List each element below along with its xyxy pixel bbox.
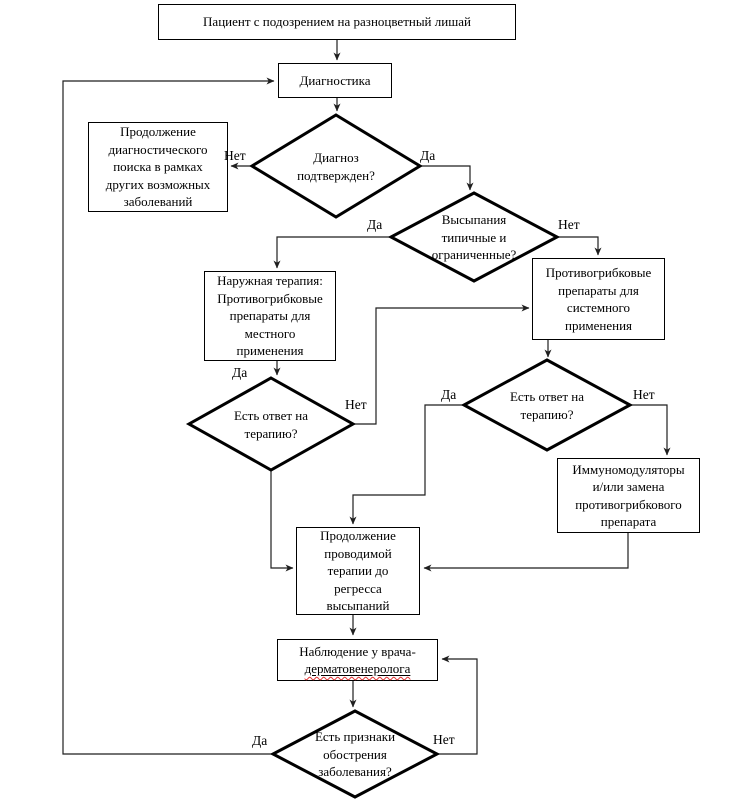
node-immunomodulators-line: препарата [600,514,657,529]
decision-rash-typical [387,191,561,283]
node-continue-therapy-line: высыпаний [326,598,390,614]
node-diagnostics-label: Диагностика [299,72,371,88]
edge-rash-no [557,236,602,256]
node-systemic-therapy-line: Противогрибковые [545,265,652,280]
node-systemic-therapy: Противогрибковые препараты для системног… [532,258,665,340]
node-topical-therapy-line: Противогрибковые [217,290,323,306]
edge-label-relapse-yes: Да [252,733,268,748]
decision-diagnosis-confirmed [249,113,423,219]
decision-response-topical [185,376,357,472]
node-immunomodulators-line: и/или замена [592,479,665,494]
edge-label-topical-no: Нет [345,397,367,412]
node-continue-therapy-line: регресса [334,580,382,596]
node-continue-search-line: других возможных [105,176,211,192]
node-continue-therapy-line: Продолжение [320,528,396,544]
edge-immuno-to-continue [423,533,629,572]
decision-relapse-signs [269,709,441,799]
node-continue-search-line: заболеваний [123,194,193,210]
edge-diagconfirmed-yes [420,165,474,191]
node-immunomodulators-line: Иммуномодуляторы [572,461,685,477]
edge-label-diag-no: Нет [224,148,246,163]
node-continue-search-line: диагностического [108,141,208,157]
node-systemic-therapy-line: препараты для [558,282,639,298]
edge-responsetopical-no [353,304,530,425]
edge-relapse-yes [62,77,275,755]
node-topical-therapy-line: Наружная терапия: [217,273,323,289]
edge-relapse-no [437,655,478,755]
edge-label-systemic-no: Нет [633,387,655,402]
edge-label-rash-yes: Да [367,217,383,232]
edge-label-systemic-yes: Да [441,387,457,402]
node-continue-therapy: Продолжение проводимой терапии до регрес… [296,527,420,615]
node-immunomodulators-line: противогрибкового [575,496,682,512]
edge-rash-yes [273,236,391,269]
node-continue-search-line: Продолжение [120,124,196,140]
node-immunomodulators: Иммуномодуляторы и/или замена противогри… [557,458,700,533]
node-followup-line: Наблюдение у врача- [299,643,416,659]
edge-label-rash-no: Нет [558,217,580,232]
node-topical-therapy-line: применения [236,343,304,359]
edge-label-diag-yes: Да [420,148,436,163]
node-continue-therapy-line: терапии до [327,563,389,579]
node-continue-therapy-line: проводимой [324,545,392,561]
edge-label-relapse-no: Нет [433,732,455,747]
node-followup-misspelled-word: дерматовенеролога [304,661,411,676]
node-patient: Пациент с подозрением на разноцветный ли… [158,4,516,40]
node-topical-therapy-line: местного [244,325,296,341]
node-continue-search-line: поиска в рамках [113,159,203,175]
edge-responsetopical-yes [270,470,294,572]
node-followup: Наблюдение у врача- дерматовенеролога [277,639,438,681]
node-systemic-therapy-line: системного [566,300,631,315]
edge-responsesystemic-no [630,404,671,456]
node-continue-search: Продолжение диагностического поиска в ра… [88,122,228,212]
node-topical-therapy-line: препараты для [229,308,311,324]
edge-label-topical-yes: Да [232,365,248,380]
node-patient-label: Пациент с подозрением на разноцветный ли… [203,14,471,30]
edge-responsesystemic-yes [349,404,464,525]
decision-response-systemic [460,358,634,452]
node-topical-therapy: Наружная терапия: Противогрибковые препа… [204,271,336,361]
node-diagnostics: Диагностика [278,63,392,98]
node-systemic-therapy-line: применения [564,317,633,333]
